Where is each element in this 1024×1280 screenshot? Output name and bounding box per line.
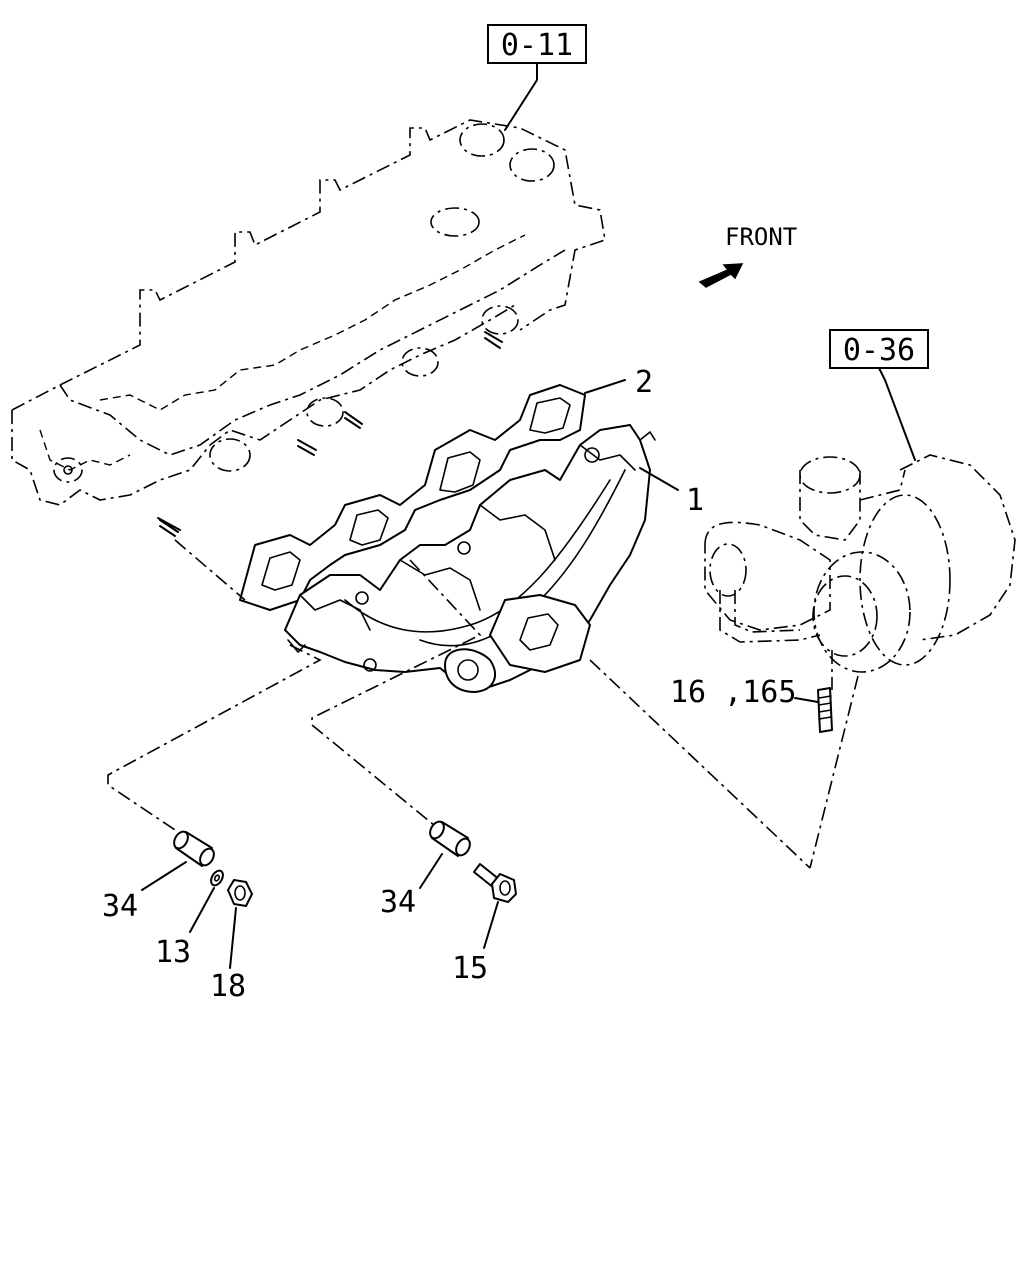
head-studs — [157, 331, 503, 537]
reference-label-cylinder-head: 0-11 — [501, 28, 573, 63]
exhaust-manifold-gasket[interactable] — [239, 384, 586, 611]
reference-box-cylinder-head[interactable]: 0-11 — [487, 24, 587, 64]
front-direction-arrow-icon — [698, 263, 744, 288]
callout-label-spacer-right: 34 — [380, 885, 416, 920]
leader-line-stud — [794, 697, 819, 703]
nut[interactable] — [227, 879, 253, 907]
callout-label-manifold: 1 — [686, 483, 704, 518]
turbocharger-outline — [704, 454, 1016, 673]
reference-label-turbocharger: 0-36 — [843, 333, 915, 368]
callout-label-washer: 13 — [155, 935, 191, 970]
spacer-left[interactable] — [171, 829, 216, 868]
leader-line-spacer-right — [419, 853, 443, 889]
spacer-right[interactable] — [427, 819, 472, 858]
leader-line-nut — [229, 907, 237, 969]
callout-label-spacer-left: 34 — [102, 889, 138, 924]
washer[interactable] — [209, 869, 226, 888]
turbo-stud[interactable] — [817, 687, 833, 733]
front-direction-label: FRONT — [725, 223, 797, 251]
leader-line-spacer-left — [141, 861, 187, 891]
flange-bolt[interactable] — [473, 863, 517, 903]
callout-label-bolt: 15 — [452, 951, 488, 986]
leader-line-cylinder-head — [504, 62, 538, 131]
leader-line-bolt — [483, 901, 499, 949]
callout-label-nut: 18 — [210, 969, 246, 1004]
leader-line-washer — [189, 887, 215, 933]
leader-line-turbocharger — [878, 367, 916, 461]
callout-label-gasket: 2 — [635, 365, 653, 400]
callout-label-stud: 16 ,165 — [670, 675, 796, 710]
leader-line-manifold — [639, 467, 679, 491]
reference-box-turbocharger[interactable]: 0-36 — [829, 329, 929, 369]
assembly-connection-lines — [107, 539, 859, 869]
cylinder-head-outline — [11, 119, 606, 537]
leader-line-gasket — [584, 379, 626, 394]
exhaust-manifold[interactable] — [284, 424, 656, 693]
